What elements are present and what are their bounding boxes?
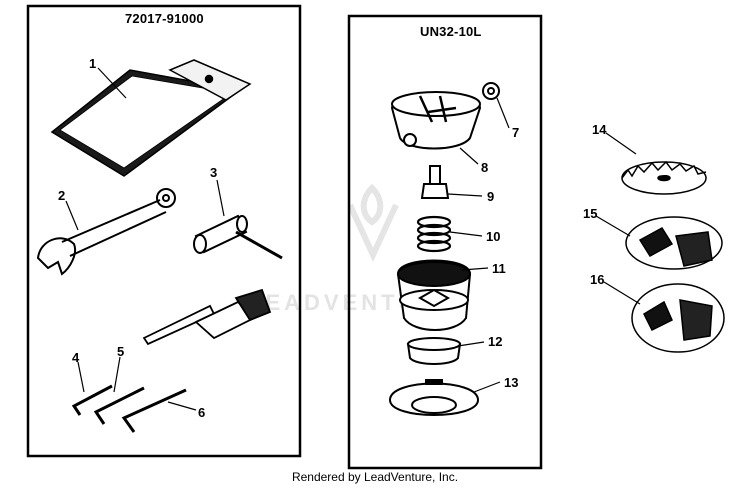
callout-2: 2 [58, 188, 66, 203]
part-4-hex-key [71, 384, 113, 416]
part-10-spring [416, 215, 452, 253]
part-7-bushing [482, 82, 500, 100]
kit-frame-right [347, 14, 543, 470]
kit-title-right: UN32-10L [420, 24, 482, 39]
part-6-hex-key [121, 388, 187, 433]
callout-5: 5 [117, 344, 125, 359]
part-14-saw-blade [621, 160, 707, 195]
callout-7: 7 [512, 125, 520, 140]
callout-12: 12 [488, 334, 503, 349]
callout-9: 9 [487, 189, 495, 204]
footer-credit: Rendered by LeadVenture, Inc. [291, 470, 459, 484]
part-9-bolt [420, 165, 450, 199]
part-16-blade [631, 283, 725, 353]
callout-10: 10 [486, 229, 501, 244]
part-5-hex-key [93, 386, 145, 425]
leader-lines [65, 67, 641, 411]
callout-3: 3 [210, 165, 218, 180]
callout-15: 15 [583, 206, 598, 221]
callout-6: 6 [198, 405, 206, 420]
part-12-cap [406, 337, 462, 365]
callout-1: 1 [89, 56, 97, 71]
callout-16: 16 [590, 272, 605, 287]
part-2-wrench [36, 188, 176, 276]
callout-14: 14 [592, 122, 607, 137]
part-8-head-body [390, 91, 482, 150]
callout-8: 8 [481, 160, 489, 175]
callout-13: 13 [504, 375, 519, 390]
part-1-manual [50, 59, 252, 177]
part-13-cover [388, 379, 480, 416]
watermark-flame-icon [347, 183, 399, 263]
part-screwdriver [142, 288, 272, 346]
kit-title-left: 72017-91000 [125, 11, 204, 26]
callout-11: 11 [492, 261, 506, 276]
callout-4: 4 [72, 350, 80, 365]
part-11-spool [396, 259, 472, 331]
part-15-blade [625, 216, 723, 270]
part-3-plug-socket [193, 214, 283, 260]
kit-frame-left [26, 4, 302, 458]
